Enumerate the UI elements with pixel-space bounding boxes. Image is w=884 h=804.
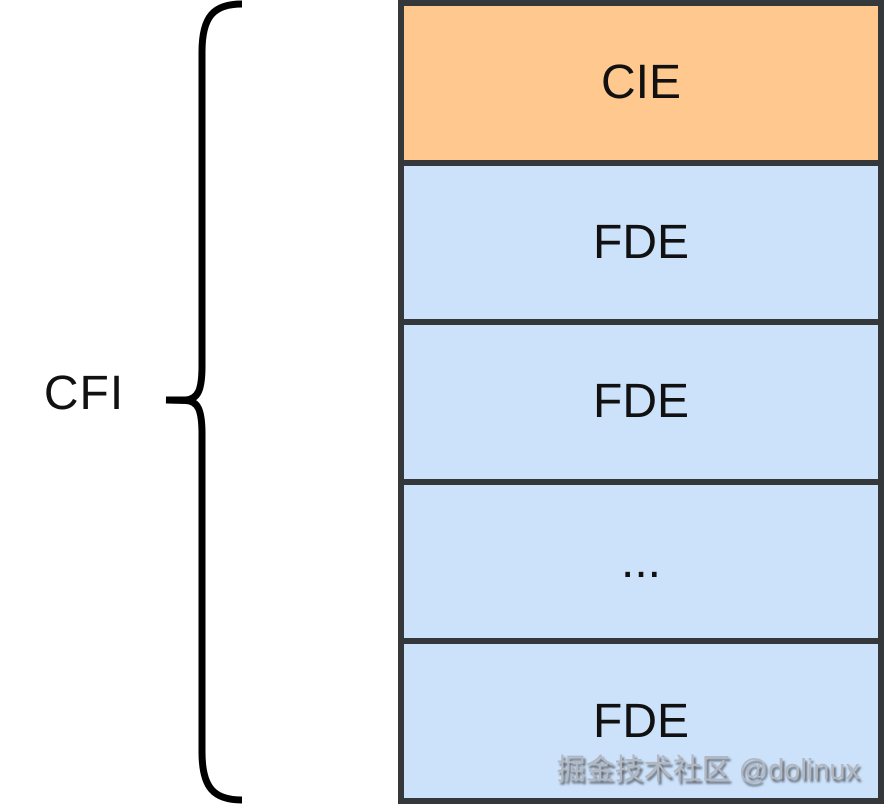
cfi-brace-label: CFI xyxy=(43,367,125,420)
stack-box-label: CIE xyxy=(600,56,681,110)
stack-box-fde-3: FDE xyxy=(404,638,878,798)
stack-box-label: FDE xyxy=(593,375,689,429)
cfi-stack: CIE FDE FDE ... FDE xyxy=(398,0,884,804)
stack-box-ellipsis: ... xyxy=(404,478,878,639)
stack-box-fde-2: FDE xyxy=(404,319,878,479)
stack-box-fde-1: FDE xyxy=(404,159,878,320)
stack-box-label: ... xyxy=(620,535,661,589)
stack-box-label: FDE xyxy=(593,694,689,748)
stack-box-cie: CIE xyxy=(404,6,878,160)
left-curly-brace-icon xyxy=(165,0,243,804)
brace-path xyxy=(165,0,243,804)
stack-box-label: FDE xyxy=(593,215,689,269)
